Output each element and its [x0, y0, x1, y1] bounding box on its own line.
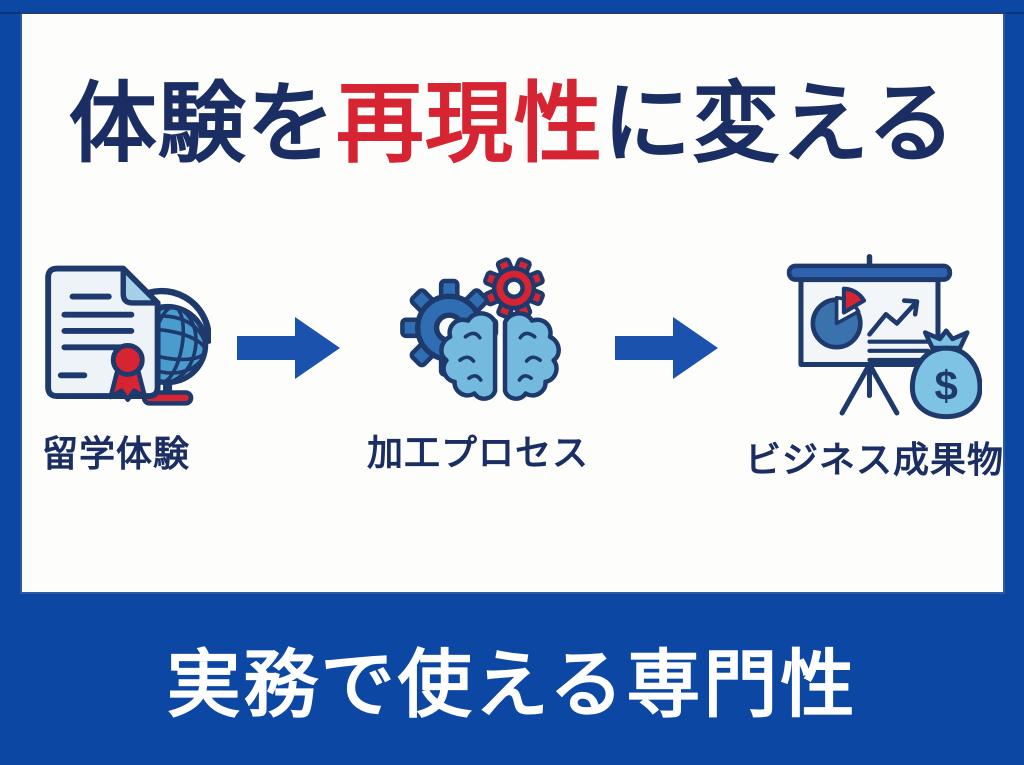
footer-title: 実務で使える専門性: [166, 643, 858, 726]
content-card: 体験を再現性に変える: [22, 14, 1003, 592]
step-business-output: $ ビジネス成果物: [745, 254, 1004, 483]
flow-arrow-icon: [236, 317, 340, 380]
slide-title: 体験を再現性に変える: [22, 77, 1003, 170]
step-label: 加工プロセス: [366, 432, 589, 474]
step-label: 留学体験: [41, 433, 190, 475]
certificate-globe-icon: [45, 265, 211, 407]
title-highlight: 再現性: [335, 74, 603, 173]
step-processing: 加工プロセス: [367, 254, 589, 476]
step-label: ビジネス成果物: [745, 439, 1005, 481]
process-flow: 留学体験: [22, 254, 1003, 483]
presentation-moneybag-icon: $: [786, 254, 982, 420]
flow-arrow-icon: [615, 317, 718, 380]
footer-banner: 実務で使える専門性: [0, 592, 1024, 765]
title-prefix: 体験を: [68, 74, 336, 173]
dollar-sign-icon: $: [935, 363, 958, 410]
step-study-abroad: 留学体験: [21, 254, 211, 477]
gears-brain-icon: [400, 257, 561, 402]
title-suffix: に変える: [602, 74, 957, 173]
